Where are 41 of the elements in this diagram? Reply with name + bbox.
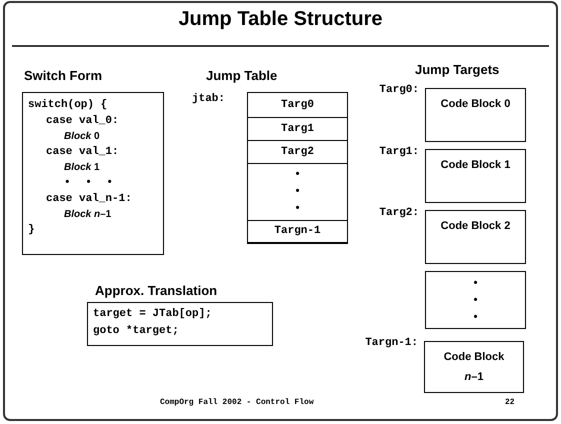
column-heading: Jump Targets: [415, 62, 500, 77]
table-entry: Targn-1: [274, 224, 321, 239]
code-block-box: [424, 341, 524, 393]
code-line: }: [28, 223, 35, 238]
code-line: Block 0: [63, 130, 100, 144]
footer-text: CompOrg Fall 2002 - Control Flow: [160, 398, 314, 407]
ellipsis: • • •: [472, 276, 478, 325]
code-line: switch(op) {: [28, 98, 108, 113]
code-line: target = JTab[op];: [93, 307, 212, 322]
block-label: Code Block n–1: [442, 350, 506, 385]
code-line: Block 1: [63, 161, 100, 175]
slide-title: Jump Table Structure: [177, 8, 384, 31]
ellipsis: • • •: [294, 167, 300, 216]
address-label: Targ1:: [378, 146, 419, 158]
table-entry: Targ2: [280, 145, 314, 160]
code-line: case val_n-1:: [45, 192, 132, 207]
code-box: [22, 92, 164, 255]
address-label: Targ2:: [378, 207, 419, 219]
page-number: 22: [505, 398, 515, 407]
ellipsis: • • •: [63, 176, 118, 191]
code-box: [87, 302, 273, 346]
code-line: Block n–1: [63, 208, 112, 222]
address-label: jtab:: [192, 93, 226, 105]
section-heading: Switch Form: [24, 68, 102, 83]
section-heading: Approx. Translation: [95, 283, 218, 298]
code-block-box: [425, 149, 526, 203]
block-label: Code Block 0: [440, 97, 510, 112]
block-label: Code Block 1: [440, 158, 510, 173]
address-label: Targ0:: [378, 84, 419, 96]
ellipsis-box: [425, 271, 526, 329]
code-block-box: [425, 210, 526, 264]
jump-table: [247, 92, 348, 244]
section-heading: Jump Table: [206, 68, 278, 83]
code-block-box: [425, 88, 526, 142]
table-entry: Targ1: [280, 122, 314, 137]
table-entry: Targ0: [280, 98, 314, 113]
address-label: Targn-1:: [364, 337, 418, 349]
code-line: case val_1:: [45, 145, 119, 160]
code-line: case val_0:: [45, 114, 119, 129]
block-label: Code Block 2: [440, 219, 510, 234]
code-line: goto *target;: [93, 324, 179, 339]
